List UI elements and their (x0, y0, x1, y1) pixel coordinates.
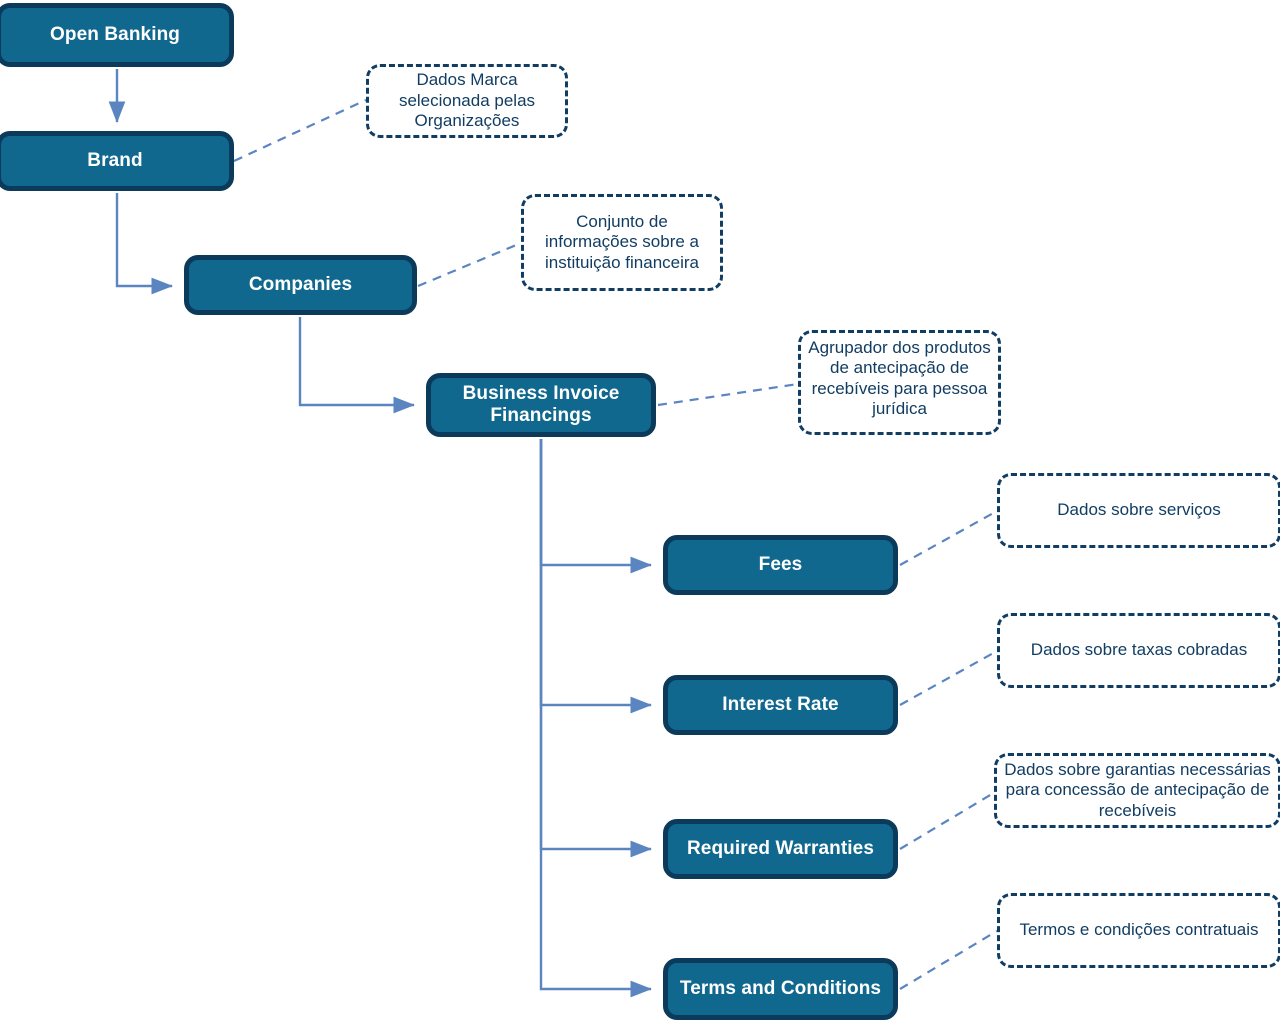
edge-companies-to-business-invoice-financings (298, 317, 415, 414)
callout-warranties-note: Dados sobre garantias necessárias para c… (994, 753, 1280, 828)
callout-interest-note-text: Dados sobre taxas cobradas (1030, 640, 1248, 660)
node-brand-label: Brand (87, 149, 143, 171)
callout-brand-note-text: Dados Marca selecionada pelas Organizaçõ… (398, 70, 536, 131)
node-required-warranties-label: Required Warranties (686, 837, 875, 859)
edge-bif-to-terms-and-conditions (539, 439, 652, 998)
callout-companies-note-text: Conjunto de informações sobre a institui… (544, 211, 700, 272)
edge-interest-rate-to-interest-note (899, 650, 998, 706)
callout-interest-note: Dados sobre taxas cobradas (997, 613, 1280, 688)
callout-companies-note: Conjunto de informações sobre a institui… (521, 194, 723, 291)
node-open-banking[interactable]: Open Banking (0, 3, 234, 67)
callout-bif-note: Agrupador dos produtos de antecipação de… (798, 330, 1001, 435)
node-fees[interactable]: Fees (663, 535, 898, 595)
node-brand[interactable]: Brand (0, 131, 234, 191)
node-open-banking-label: Open Banking (50, 23, 180, 45)
callout-terms-note: Termos e condições contratuais (997, 893, 1280, 968)
edge-brand-to-companies (115, 193, 173, 295)
edge-bif-to-required-warranties (539, 439, 652, 858)
edge-companies-to-companies-note (417, 241, 522, 288)
node-business-invoice-financings[interactable]: Business Invoice Financings (426, 373, 656, 437)
node-fees-label: Fees (758, 553, 803, 575)
callout-fees-note-text: Dados sobre serviços (1057, 500, 1221, 520)
edge-bif-to-fees (539, 439, 652, 574)
edge-brand-to-brand-note (233, 99, 367, 162)
node-business-invoice-financings-label: Business Invoice Financings (462, 382, 620, 426)
callout-warranties-note-text: Dados sobre garantias necessárias para c… (1004, 759, 1271, 820)
node-terms-and-conditions[interactable]: Terms and Conditions (663, 958, 898, 1020)
edge-fees-to-fees-note (899, 510, 998, 566)
node-interest-rate[interactable]: Interest Rate (663, 675, 898, 735)
edge-required-warranties-to-warranties-note (899, 790, 998, 850)
node-terms-and-conditions-label: Terms and Conditions (679, 977, 882, 999)
callout-fees-note: Dados sobre serviços (997, 473, 1280, 548)
node-companies-label: Companies (248, 273, 353, 295)
node-companies[interactable]: Companies (184, 255, 417, 315)
callout-brand-note: Dados Marca selecionada pelas Organizaçõ… (366, 64, 568, 138)
edge-terms-and-conditions-to-terms-note (899, 930, 998, 990)
edge-bif-to-bif-note (657, 382, 799, 407)
callout-terms-note-text: Termos e condições contratuais (1019, 920, 1259, 940)
node-required-warranties[interactable]: Required Warranties (663, 819, 898, 879)
callout-bif-note-text: Agrupador dos produtos de antecipação de… (808, 338, 991, 419)
edge-bif-to-interest-rate (539, 439, 652, 714)
node-interest-rate-label: Interest Rate (722, 693, 839, 715)
